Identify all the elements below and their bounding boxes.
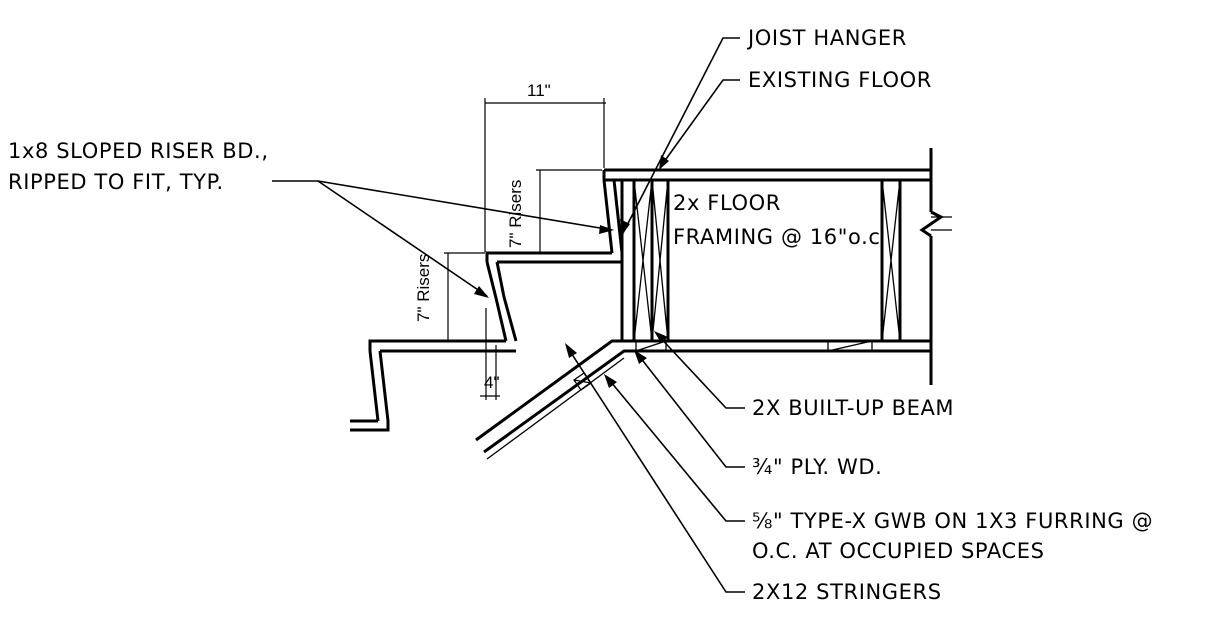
leader-stringers [565,344,745,593]
furring-2 [827,340,873,352]
low-riser-back [378,350,390,422]
stringer-soffit [475,339,633,460]
leader-built-up-beam [655,332,745,409]
leader-joist-hanger [621,37,740,236]
beam-member-1 [620,178,636,343]
soffit-top [475,339,622,442]
mid-riser-front [485,261,508,342]
leader-gwb [605,375,745,522]
label-floor-framing-line2: FRAMING @ 16"o.c [673,225,881,249]
dimensions: 11" 7" Risers 7" Risers 4" [414,81,606,400]
labels: JOIST HANGER EXISTING FLOOR 1x8 SLOPED R… [8,26,1153,604]
label-ply-wd: ¾" PLY. WD. [752,455,882,479]
bottom-tread [350,421,390,432]
tread-dim-label: 11" [527,81,551,100]
leader-ply-wd [635,351,745,468]
label-existing-floor: EXISTING FLOOR [748,68,932,92]
label-built-up-beam: 2X BUILT-UP BEAM [752,396,954,420]
break-symbol [919,210,944,238]
leaders [272,37,745,593]
low-riser-front [368,350,380,422]
mid-riser-back [495,261,518,342]
label-gwb-line1: ⅝" TYPE-X GWB ON 1X3 FURRING @ [752,509,1153,533]
soffit-bottom [483,349,633,454]
leader-existing-floor [660,79,740,167]
furring-1 [635,340,667,352]
top-riser-front [602,179,614,254]
tread-upper [485,251,612,262]
top-riser-back [612,179,624,254]
label-riser-bd-line1: 1x8 SLOPED RISER BD., [8,139,269,163]
label-stringers: 2X12 STRINGERS [752,580,942,604]
nosing-dim-label: 4" [484,373,500,392]
riser-lower-dim-label: 7" Risers [414,254,433,322]
label-joist-hanger: JOIST HANGER [746,26,907,50]
tread-lower [368,339,506,351]
floor-joist [880,178,902,343]
leader-riser-bd-top [317,180,613,231]
label-gwb-line2: O.C. AT OCCUPIED SPACES [752,539,1045,563]
floor-structure [604,148,952,385]
leader-riser-bd-mid [317,180,488,297]
label-floor-framing-line1: 2x FLOOR [673,191,781,215]
label-riser-bd-line2: RIPPED TO FIT, TYP. [8,170,224,194]
soffit-gwb [486,357,625,460]
stairs [350,170,624,432]
